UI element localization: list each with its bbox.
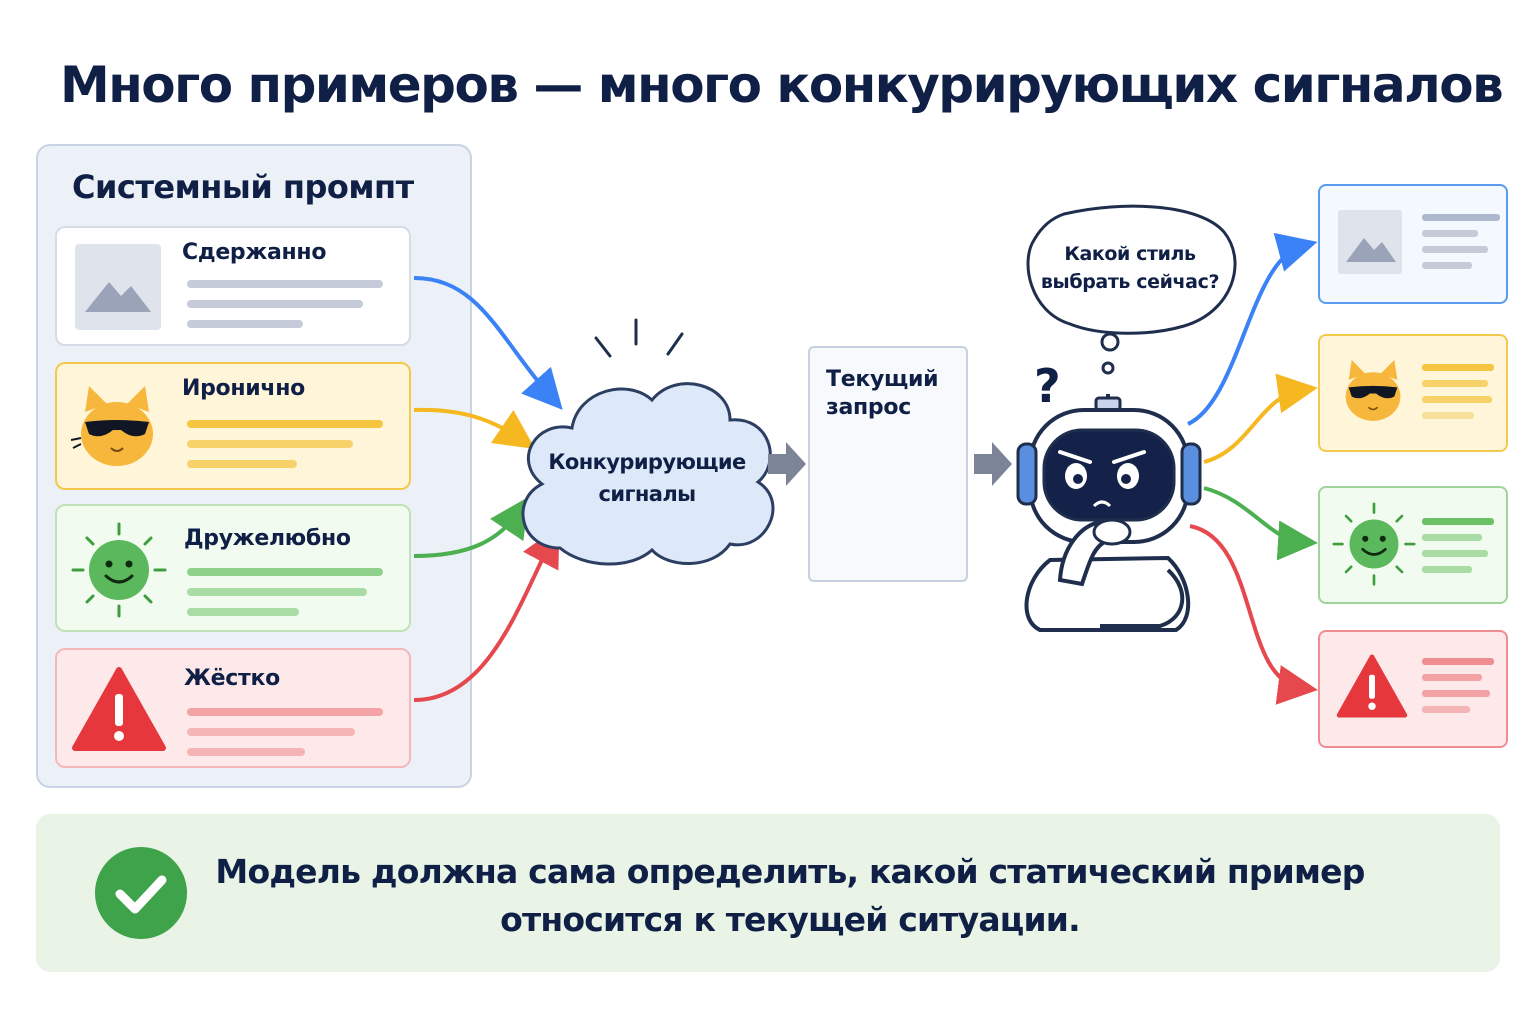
example-label-restrained: Сдержанно xyxy=(182,240,327,265)
example-label-friendly: Дружелюбно xyxy=(184,526,351,551)
page-title: Много примеров — много конкурирующих сиг… xyxy=(60,56,1504,114)
system-prompt-title: Системный промпт xyxy=(72,168,414,206)
example-card-friendly xyxy=(55,504,411,632)
arrow-cloud-to-query xyxy=(768,442,806,486)
output-card-harsh xyxy=(1318,630,1508,748)
example-card-ironic xyxy=(55,362,411,490)
image-placeholder-icon xyxy=(1338,210,1402,274)
arrow-robot-to-out-ironic xyxy=(1203,373,1318,464)
output-card-friendly xyxy=(1318,486,1508,604)
arrow-friendly-to-cloud xyxy=(413,496,529,558)
cloud-label: Конкурирующие сигналы xyxy=(548,450,746,506)
arrow-restrained-to-cloud xyxy=(413,276,563,410)
question-mark: ? xyxy=(1034,359,1061,413)
query-label: Текущий запрос xyxy=(826,367,939,420)
arrow-robot-to-out-friendly xyxy=(1203,486,1318,561)
arrow-robot-to-out-restrained xyxy=(1187,232,1318,426)
warning-triangle-icon xyxy=(72,667,166,751)
smiling-sun-icon xyxy=(71,522,167,618)
thought-bubble xyxy=(1026,204,1237,375)
example-label-harsh: Жёстко xyxy=(184,666,280,691)
cloud-shape xyxy=(521,382,775,566)
spark-lines xyxy=(594,318,684,358)
thinking-robot-icon xyxy=(1016,394,1202,632)
arrow-harsh-to-cloud xyxy=(413,525,560,702)
arrow-ironic-to-cloud xyxy=(413,407,536,450)
arrow-robot-to-out-harsh xyxy=(1189,524,1318,705)
output-card-restrained xyxy=(1318,184,1508,304)
check-circle-icon xyxy=(95,847,187,939)
output-card-ironic xyxy=(1318,334,1508,452)
warning-triangle-icon xyxy=(1336,654,1408,718)
conclusion-text: Модель должна сама определить, какой ста… xyxy=(215,852,1365,939)
example-card-harsh xyxy=(55,648,411,768)
conclusion-banner xyxy=(36,814,1500,972)
arrow-query-to-robot xyxy=(974,442,1012,486)
thought-text: Какой стиль выбрать сейчас? xyxy=(1040,243,1220,293)
query-document xyxy=(808,346,968,582)
image-placeholder-icon xyxy=(75,244,161,330)
example-card-restrained xyxy=(55,226,411,346)
cool-cat-icon xyxy=(71,386,153,466)
cool-cat-icon xyxy=(1345,360,1401,421)
example-label-ironic: Иронично xyxy=(182,376,305,401)
smiling-sun-icon xyxy=(1332,502,1416,586)
